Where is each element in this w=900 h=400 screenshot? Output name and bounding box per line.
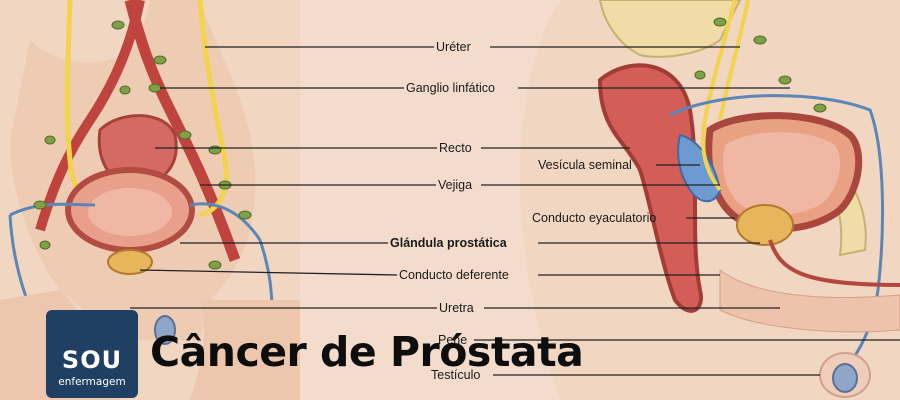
label-vejiga: Vejiga xyxy=(438,178,473,192)
label-testiculo: Testículo xyxy=(431,368,481,382)
label-uretra: Uretra xyxy=(439,301,474,315)
logo-text-enfermagem: enfermagem xyxy=(58,376,126,388)
sagittal-view xyxy=(520,0,900,400)
label-vesicula-seminal: Vesícula seminal xyxy=(538,158,632,172)
frontal-view xyxy=(0,0,300,400)
label-glandula-prostatica: Glándula prostática xyxy=(390,236,507,250)
label-recto: Recto xyxy=(439,141,472,155)
label-ganglio-linfatico: Ganglio linfático xyxy=(406,81,495,95)
page-title: Câncer de Próstata xyxy=(150,328,584,376)
label-conducto-eyaculatorio: Conducto eyaculatorio xyxy=(532,211,657,225)
label-pene: Pene xyxy=(438,333,468,347)
sou-enfermagem-logo: SOU enfermagem xyxy=(46,310,138,398)
leader-lines xyxy=(130,46,900,376)
logo-text-sou: SOU xyxy=(61,346,123,374)
label-ureter: Uréter xyxy=(436,40,471,54)
label-conducto-deferente: Conducto deferente xyxy=(399,268,509,282)
